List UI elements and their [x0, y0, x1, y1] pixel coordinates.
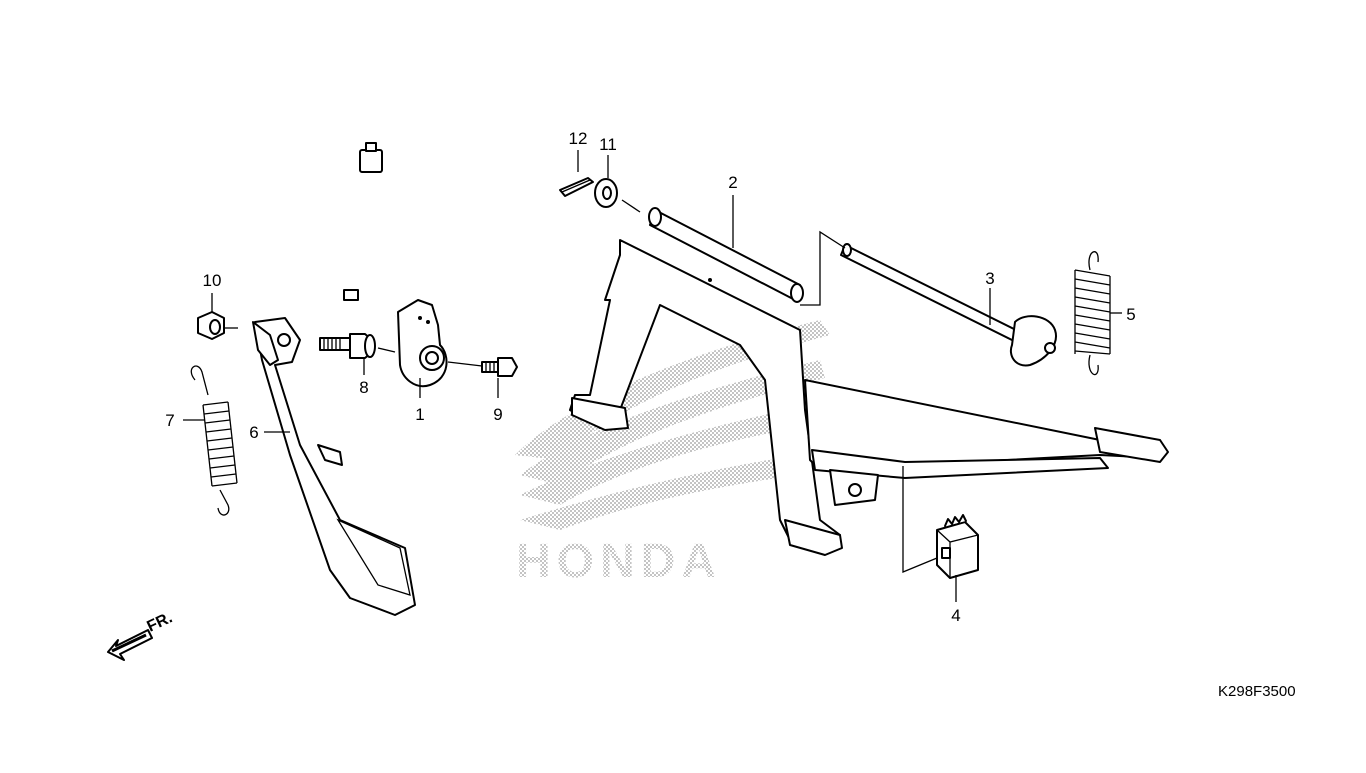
side-stand-spring[interactable]	[190, 365, 238, 516]
callout-3: 3	[985, 269, 994, 288]
stand-stopper[interactable]	[936, 514, 979, 579]
callout-7: 7	[165, 411, 174, 430]
callout-12: 12	[569, 129, 588, 148]
main-stand[interactable]	[569, 207, 1169, 556]
honda-watermark-text: HONDA	[516, 535, 722, 588]
callout-10: 10	[203, 271, 222, 290]
plain-washer[interactable]	[594, 178, 618, 208]
callout-9: 9	[493, 405, 502, 424]
main-stand-spring[interactable]	[1074, 251, 1111, 376]
side-stand-switch[interactable]	[300, 142, 448, 388]
callout-4: 4	[951, 606, 960, 625]
cotter-pin[interactable]	[559, 177, 594, 197]
switch-bolt[interactable]	[481, 357, 518, 377]
callout-5: 5	[1126, 305, 1135, 324]
callout-1: 1	[415, 405, 424, 424]
callout-6: 6	[249, 423, 258, 442]
callout-2: 2	[728, 173, 737, 192]
pivot-bolt[interactable]	[319, 333, 376, 359]
pivot-shaft[interactable]	[840, 243, 1057, 367]
front-direction-arrow	[107, 629, 153, 661]
callout-11: 11	[599, 135, 617, 154]
leader-lines	[183, 150, 1122, 602]
front-direction-label: FR.	[145, 609, 176, 635]
flange-nut[interactable]	[197, 311, 225, 340]
callout-8: 8	[359, 378, 368, 397]
drawing-code: K298F3500	[1218, 683, 1296, 700]
side-stand[interactable]	[252, 317, 416, 616]
